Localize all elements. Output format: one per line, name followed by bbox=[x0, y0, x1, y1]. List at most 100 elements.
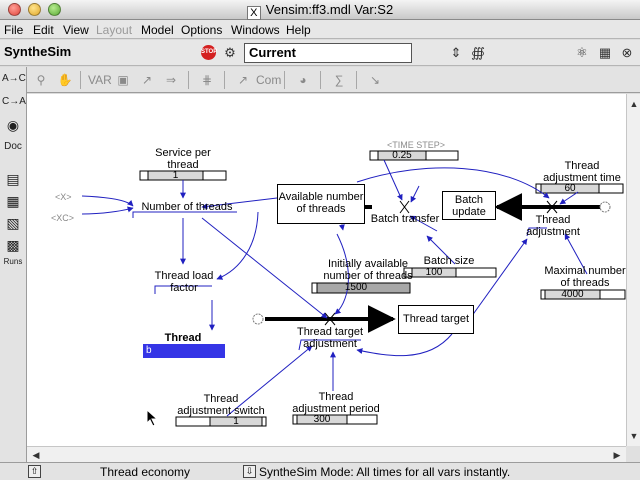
comment-icon[interactable]: Com bbox=[256, 73, 282, 87]
pie-icon[interactable]: ◕ bbox=[299, 73, 307, 87]
variable-tool-icon[interactable]: VAR bbox=[88, 73, 112, 87]
target-adjustment-sparkline bbox=[298, 339, 361, 351]
shadow-variable-icon[interactable]: ⋕ bbox=[201, 73, 213, 87]
vertical-scrollbar[interactable]: ▲ ▼ bbox=[626, 94, 640, 446]
shadow-variable-x[interactable]: <X> bbox=[55, 192, 72, 202]
output-workbench-icon[interactable]: ⚛ bbox=[576, 45, 588, 60]
slider-initially-available[interactable] bbox=[311, 282, 411, 294]
horizontal-scrollbar[interactable]: ◀ ▶ bbox=[27, 446, 626, 462]
toolbar-separator bbox=[224, 71, 225, 89]
scroll-up-icon[interactable]: ▲ bbox=[629, 99, 639, 109]
causes-tree-icon[interactable]: A→C bbox=[2, 73, 26, 84]
run-options-icon[interactable]: ⚙ bbox=[224, 45, 236, 60]
window-title: Vensim:ff3.mdl Var:S2 bbox=[265, 2, 394, 17]
slider-adjustment-period[interactable] bbox=[292, 414, 378, 425]
graph-icon[interactable]: ▦ bbox=[6, 193, 20, 209]
hand-icon[interactable]: ✋ bbox=[57, 73, 73, 87]
service-per-thread-value: 1 bbox=[172, 170, 179, 181]
menu-view[interactable]: View bbox=[63, 23, 89, 37]
shadow-variable-xc[interactable]: <XC> bbox=[51, 213, 75, 223]
doc-icon[interactable]: Doc bbox=[4, 141, 22, 152]
uses-tree-icon[interactable]: C→A bbox=[2, 96, 26, 107]
equation-icon[interactable]: ∑ bbox=[334, 73, 344, 87]
stop-icon[interactable]: STOP bbox=[201, 45, 217, 60]
box-variable-icon[interactable]: ▣ bbox=[117, 73, 129, 87]
valve-icon bbox=[546, 200, 558, 214]
view-up-icon[interactable]: ⇧ bbox=[28, 465, 41, 478]
scroll-right-icon[interactable]: ▶ bbox=[613, 450, 621, 460]
control-panel-icon[interactable]: ▦ bbox=[598, 45, 612, 60]
lock-icon[interactable]: ⚲ bbox=[36, 73, 46, 87]
slider-maximal-threads[interactable] bbox=[540, 289, 626, 300]
scroll-down-icon[interactable]: ▼ bbox=[629, 431, 639, 441]
scroll-corner bbox=[626, 446, 640, 462]
menu-file[interactable]: File bbox=[4, 23, 24, 37]
window-title-wrap: X Vensim:ff3.mdl Var:S2 bbox=[0, 0, 640, 20]
runs-compare-icon[interactable]: Runs bbox=[3, 257, 23, 266]
adjustment-switch-value: 1 bbox=[233, 416, 239, 427]
number-of-threads-label[interactable]: Number of threads bbox=[141, 201, 233, 213]
x11-logo-icon: X bbox=[246, 6, 261, 20]
synthesim-title: SyntheSim bbox=[4, 44, 72, 59]
slider-time-step[interactable] bbox=[369, 150, 459, 161]
time-step-label[interactable]: <TIME STEP> bbox=[386, 140, 446, 150]
menu-windows[interactable]: Windows bbox=[231, 23, 280, 37]
autoscale-icon[interactable]: ⇕ bbox=[450, 45, 462, 60]
input-output-icon[interactable]: ↗ bbox=[237, 73, 249, 87]
arrow-icon[interactable]: ↗ bbox=[141, 73, 153, 87]
maximal-threads-value: 4000 bbox=[561, 289, 584, 300]
close-window-button[interactable] bbox=[8, 3, 21, 16]
minimize-window-button[interactable] bbox=[28, 3, 41, 16]
close-icon[interactable]: ⊗ bbox=[621, 45, 633, 60]
view-name[interactable]: Thread economy bbox=[100, 465, 191, 479]
slider-settings-icon[interactable]: ∰ bbox=[471, 45, 485, 60]
run-name-field[interactable]: Current bbox=[244, 43, 412, 63]
menu-options[interactable]: Options bbox=[181, 23, 223, 37]
slider-batch-size[interactable] bbox=[403, 267, 497, 278]
menu-edit[interactable]: Edit bbox=[33, 23, 54, 37]
strip-graph-icon[interactable]: ▤ bbox=[6, 171, 20, 187]
analysis-palette: A→C C→A ◉ Doc ▤ ▦ ▧ ▩ Runs bbox=[0, 67, 27, 463]
adjustment-period-value: 300 bbox=[313, 414, 331, 425]
thread-target-stock[interactable]: Thread target bbox=[398, 305, 474, 334]
delete-icon[interactable]: ↘ bbox=[369, 73, 381, 87]
status-bar: ⇧ Thread economy ⇩ SyntheSim Mode: All t… bbox=[0, 462, 640, 480]
batch-transfer-label[interactable]: Batch transfer bbox=[370, 213, 440, 225]
table-time-down-icon[interactable]: ▩ bbox=[6, 237, 20, 253]
loops-icon[interactable]: ◉ bbox=[6, 117, 20, 133]
scroll-left-icon[interactable]: ◀ bbox=[32, 450, 40, 460]
menu-model[interactable]: Model bbox=[141, 23, 174, 37]
diagram-links bbox=[81, 150, 626, 427]
time-step-value: 0.25 bbox=[392, 150, 412, 161]
table-icon[interactable]: ▧ bbox=[6, 215, 20, 231]
mouse-cursor-icon bbox=[146, 409, 159, 427]
slider-adjustment-switch[interactable] bbox=[175, 416, 267, 427]
view-down-icon[interactable]: ⇩ bbox=[243, 465, 256, 478]
menu-bar: File Edit View Layout Model Options Wind… bbox=[0, 20, 640, 39]
valve-icon bbox=[399, 200, 410, 214]
thread-bar-label[interactable]: Thread bbox=[164, 332, 202, 344]
menu-help[interactable]: Help bbox=[286, 23, 311, 37]
batch-size-label[interactable]: Batch size bbox=[423, 255, 475, 267]
source-cloud-icon bbox=[252, 313, 264, 325]
initially-available-value: 1500 bbox=[344, 282, 368, 293]
menu-layout[interactable]: Layout bbox=[96, 23, 133, 37]
thread-load-sparkline bbox=[154, 285, 212, 294]
title-bar: X Vensim:ff3.mdl Var:S2 bbox=[0, 0, 640, 20]
zoom-window-button[interactable] bbox=[48, 3, 61, 16]
flow-icon[interactable]: ⇒ bbox=[165, 73, 177, 87]
